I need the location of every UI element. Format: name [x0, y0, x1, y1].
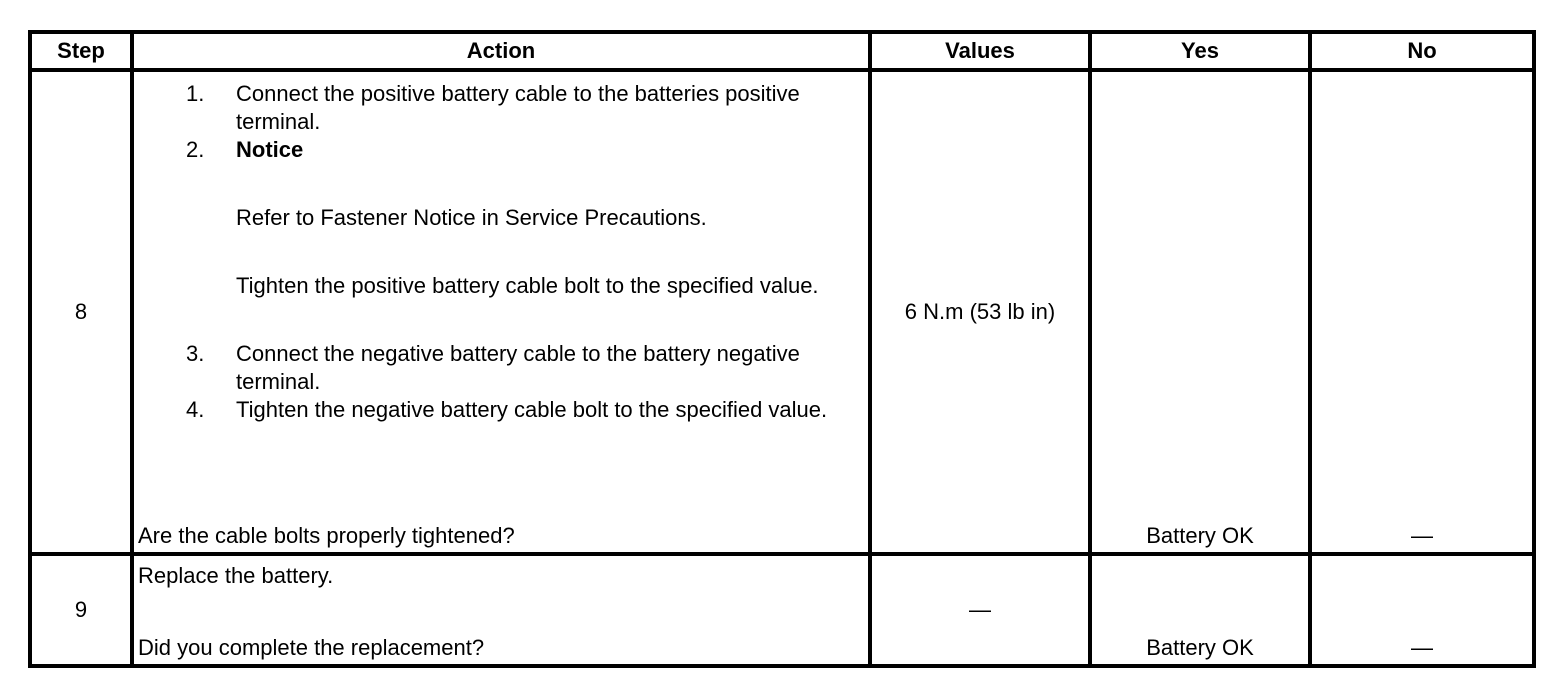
- step-num: 2.: [186, 137, 205, 162]
- question-text: Are the cable bolts properly tightened?: [138, 523, 515, 549]
- header-step: Step: [28, 30, 134, 72]
- notice-title: Notice: [236, 137, 304, 162]
- action-text: Replace the battery.: [138, 563, 334, 589]
- step-cell: 8: [28, 67, 134, 557]
- step-num: 4.: [186, 397, 205, 422]
- no-text: —: [1411, 523, 1433, 549]
- header-yes: Yes: [1088, 30, 1312, 72]
- header-values: Values: [868, 30, 1092, 72]
- step-num: 1.: [186, 81, 205, 106]
- notice-text: Refer to Fastener Notice in Service Prec…: [236, 205, 707, 230]
- no-cell: —: [1308, 67, 1536, 557]
- diagnostic-table: Step Action Values Yes No 8 1. Connect t…: [28, 30, 1536, 668]
- header-no: No: [1308, 30, 1536, 72]
- step-text: Tighten the positive battery cable bolt …: [236, 273, 819, 298]
- action-step: 1. Connect the positive battery cable to…: [134, 80, 868, 136]
- step-text: Connect the positive battery cable to th…: [236, 81, 800, 134]
- no-text: —: [1411, 635, 1433, 660]
- action-cell: Replace the battery. Did you complete th…: [130, 552, 872, 668]
- step-text: Tighten the negative battery cable bolt …: [236, 397, 828, 422]
- action-step: 3. Connect the negative battery cable to…: [134, 340, 868, 396]
- values-text: 6 N.m (53 lb in): [904, 299, 1056, 325]
- table-row: 9 Replace the battery. Did you complete …: [28, 552, 1536, 668]
- no-cell: —: [1308, 552, 1536, 668]
- values-text: —: [969, 597, 991, 623]
- values-cell: 6 N.m (53 lb in): [868, 67, 1092, 557]
- action-step: 2. Notice Refer to Fastener Notice in Se…: [134, 136, 868, 340]
- step-cell: 9: [28, 552, 134, 668]
- yes-text: Battery OK: [1146, 635, 1254, 660]
- question-text: Did you complete the replacement?: [138, 635, 485, 660]
- yes-text: Battery OK: [1146, 523, 1254, 549]
- step-text: Connect the negative battery cable to th…: [236, 341, 800, 394]
- action-steps: 1. Connect the positive battery cable to…: [134, 80, 868, 424]
- table-row: 8 1. Connect the positive battery cable …: [28, 67, 1536, 557]
- step-number: 9: [74, 597, 88, 623]
- action-step: 4. Tighten the negative battery cable bo…: [134, 396, 868, 424]
- action-cell: 1. Connect the positive battery cable to…: [130, 67, 872, 557]
- step-num: 3.: [186, 341, 205, 366]
- header-action: Action: [130, 30, 872, 72]
- header-row: Step Action Values Yes No: [28, 30, 1536, 72]
- step-number: 8: [74, 299, 88, 325]
- yes-cell: Battery OK: [1088, 67, 1312, 557]
- yes-cell: Battery OK: [1088, 552, 1312, 668]
- values-cell: —: [868, 552, 1092, 668]
